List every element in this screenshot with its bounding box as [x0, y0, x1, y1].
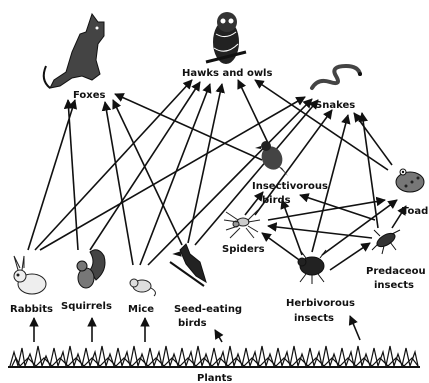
squirrel-icon	[77, 250, 105, 288]
mouse-icon	[130, 279, 155, 296]
label-herbivorous-line1: Herbivorous	[286, 298, 355, 309]
grass-icon	[8, 346, 420, 367]
arrow-predinsects-to-spiders	[268, 226, 372, 238]
cardinal-icon	[170, 244, 206, 286]
arrow-predinsects-to-insectbirds	[300, 195, 375, 220]
arrow-spiders-to-insectbirds	[245, 192, 263, 215]
label-insectivorous-line1: Insectivorous	[252, 181, 328, 192]
label-plants: Plants	[197, 373, 232, 383]
arrow-squirrels-to-foxes	[68, 100, 78, 250]
fox-icon	[44, 14, 104, 88]
label-mice: Mice	[128, 304, 154, 315]
label-insectivorous-line2: birds	[262, 195, 291, 206]
snake-icon	[312, 66, 362, 88]
arrow-predinsects-to-snakes	[362, 113, 378, 228]
rabbit-icon	[14, 256, 46, 294]
label-spiders: Spiders	[222, 244, 265, 255]
label-seed-eating-line1: Seed-eating	[174, 304, 242, 315]
arrow-mice-to-foxes	[105, 102, 133, 265]
arrow-plants-to-herbivorous-insects	[350, 316, 360, 340]
arrow-rabbits-to-hawks	[35, 80, 192, 250]
owl-icon	[206, 12, 246, 64]
arrow-rabbits-to-foxes	[28, 100, 75, 250]
arrow-toads-to-snakes	[354, 113, 392, 165]
toad-icon	[396, 169, 424, 192]
label-snakes: Snakes	[315, 100, 355, 111]
label-predaceous-line1: Predaceou	[366, 266, 426, 277]
label-toads: Toad	[402, 206, 428, 217]
label-herbivorous-line2: insects	[294, 313, 334, 324]
arrow-seedbirds-to-foxes	[113, 100, 182, 245]
label-foxes: Foxes	[73, 90, 106, 101]
label-hawks-owls: Hawks and owls	[182, 68, 272, 79]
label-predaceous-line2: insects	[374, 280, 414, 291]
arrow-herbinsects-to-predinsects	[330, 243, 370, 270]
beetle-icon	[298, 250, 326, 284]
label-seed-eating-line2: birds	[178, 318, 207, 329]
arrow-plants-to-seed-eating-birds	[215, 330, 222, 342]
predaceous-insect-icon	[372, 230, 400, 254]
label-squirrels: Squirrels	[61, 301, 112, 312]
label-rabbits: Rabbits	[10, 304, 53, 315]
